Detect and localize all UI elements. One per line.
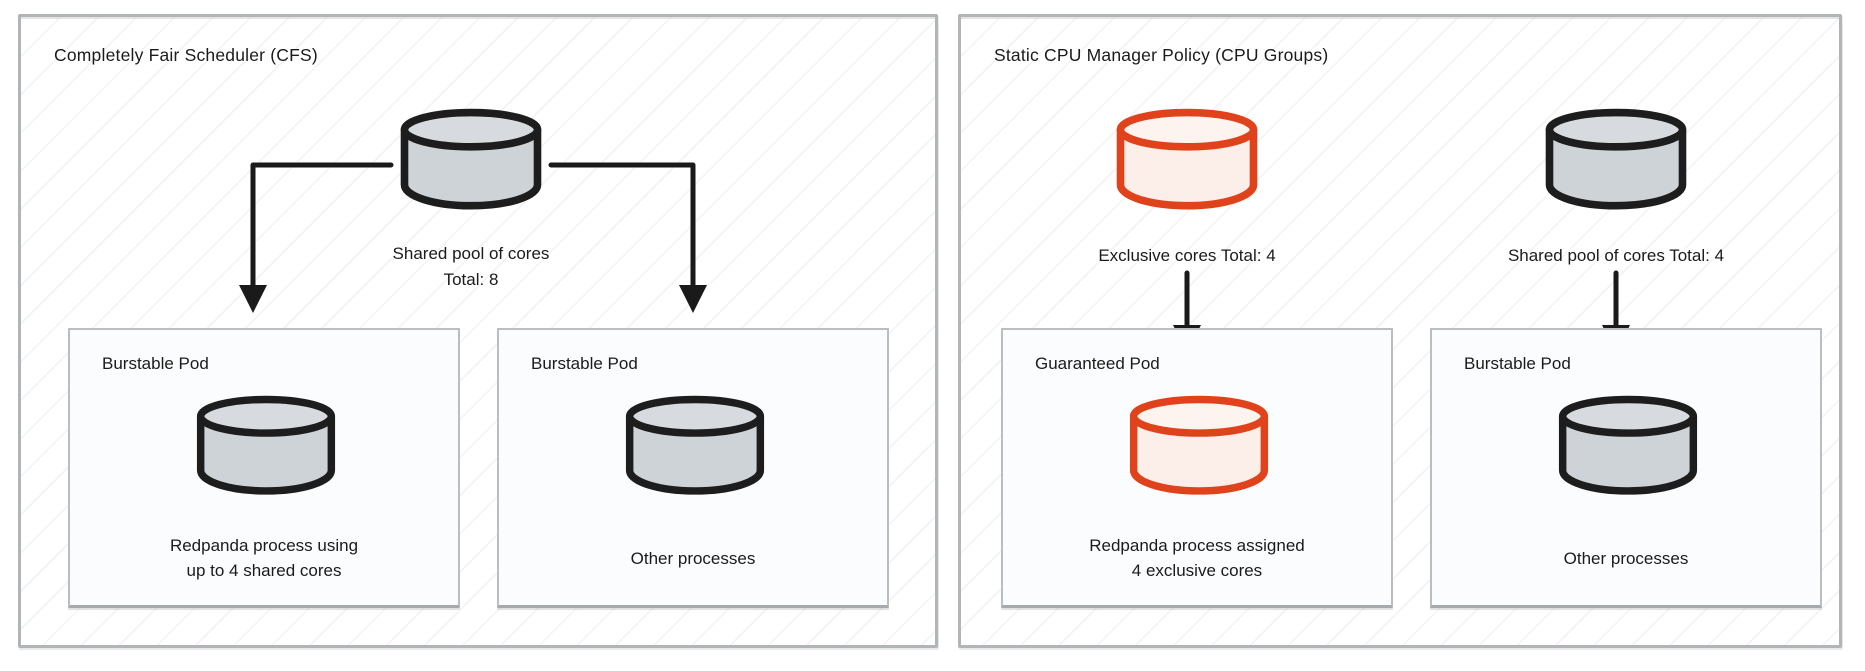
arrowhead-icon (239, 285, 267, 313)
pod-caption-line: Redpanda process using (169, 536, 359, 555)
pool-label-line: Shared pool of cores (392, 244, 550, 263)
shared-pool-cylinder-icon (400, 108, 542, 210)
shared-pool-cylinder-icon (1545, 108, 1687, 210)
pool-label: Shared pool of cores Total: 8 (321, 241, 621, 293)
pod-box-burstable: Burstable Pod Other processes (1430, 328, 1822, 608)
pool-label-line: Exclusive cores Total: 4 (1098, 246, 1276, 265)
panel-cfs: Completely Fair Scheduler (CFS) Shared p… (18, 14, 938, 648)
panel-title: Completely Fair Scheduler (CFS) (54, 45, 318, 65)
pool-label-line: Total: 8 (443, 270, 499, 289)
pool-label: Shared pool of cores Total: 4 (1466, 243, 1766, 269)
panel-static-cpu-manager: Static CPU Manager Policy (CPU Groups) E… (958, 14, 1842, 648)
pod-title: Burstable Pod (102, 354, 209, 373)
pool-label: Exclusive cores Total: 4 (1037, 243, 1337, 269)
pod-caption: Other processes (499, 526, 887, 590)
pod-caption-line: 4 exclusive cores (1131, 561, 1263, 580)
pod-caption-line: Redpanda process assigned (1089, 536, 1305, 555)
pod-caption-line: Other processes (1563, 548, 1689, 568)
pod-title: Burstable Pod (531, 354, 638, 373)
pod-caption: Other processes (1432, 526, 1820, 590)
panel-title: Static CPU Manager Policy (CPU Groups) (994, 45, 1329, 65)
pod-caption-line: up to 4 shared cores (186, 561, 342, 580)
pool-label-line: Shared pool of cores Total: 4 (1507, 246, 1725, 265)
pod-box-burstable: Burstable Pod Redpanda process using up … (68, 328, 460, 608)
pod-title: Guaranteed Pod (1035, 354, 1160, 373)
exclusive-cores-cylinder-icon (1116, 108, 1258, 210)
pod-cylinder-icon (1558, 395, 1698, 495)
pod-caption: Redpanda process using up to 4 shared co… (70, 526, 458, 590)
pod-cylinder-icon (625, 395, 765, 495)
pod-title: Burstable Pod (1464, 354, 1571, 373)
arrowhead-icon (679, 285, 707, 313)
pod-cylinder-icon (196, 395, 336, 495)
pod-caption-line: Other processes (630, 548, 756, 568)
pod-box-burstable: Burstable Pod Other processes (497, 328, 889, 608)
pod-caption: Redpanda process assigned 4 exclusive co… (1003, 526, 1391, 590)
pod-box-guaranteed: Guaranteed Pod Redpanda process assigned… (1001, 328, 1393, 608)
pod-cylinder-icon (1129, 395, 1269, 495)
